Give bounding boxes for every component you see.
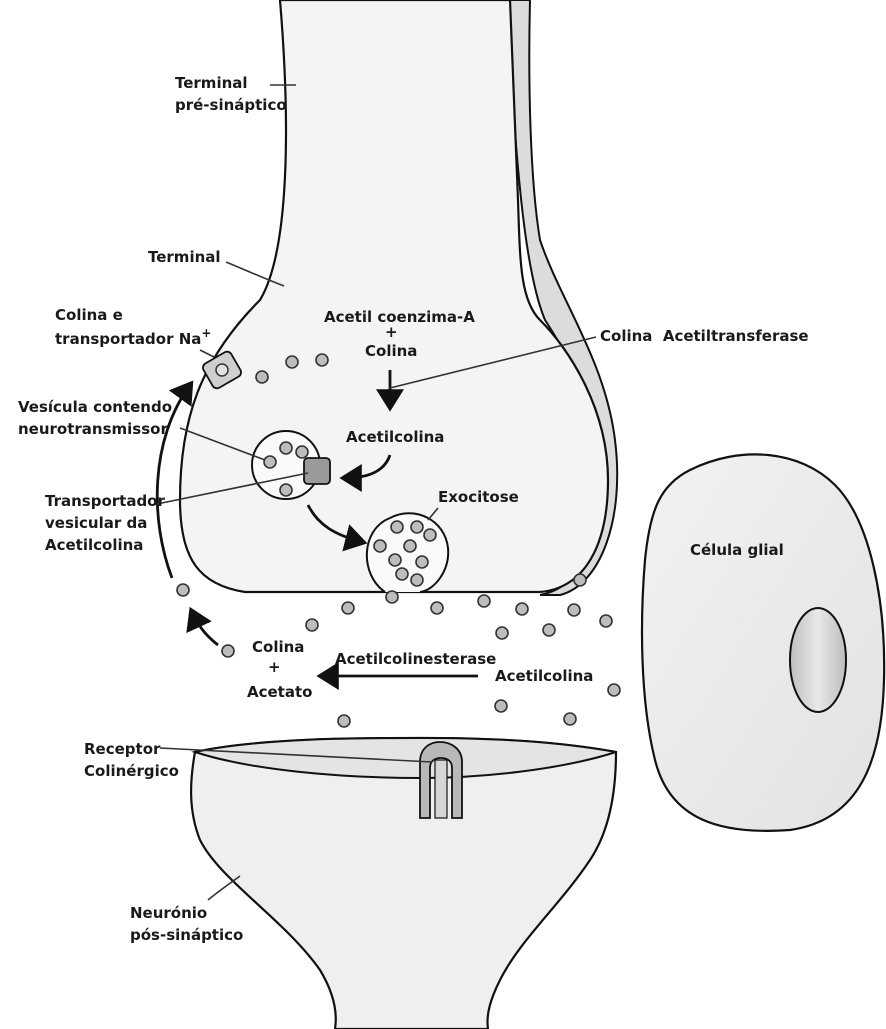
label-neuronio-2: pós-sináptico <box>130 926 243 944</box>
label-terminal-presinaptico-2: pré-sináptico <box>175 96 287 114</box>
cleft-molecule <box>338 715 350 727</box>
exocytosis-molecule <box>404 540 416 552</box>
label-acetilcolina-inside: Acetilcolina <box>346 428 444 446</box>
label-plus-2: + <box>268 658 281 676</box>
cleft-molecule <box>342 602 354 614</box>
choline-return-molecule <box>222 645 234 657</box>
cleft-molecule <box>600 615 612 627</box>
label-colina-top: Colina <box>365 342 417 360</box>
transporter-core <box>216 364 228 376</box>
choline-molecule <box>286 356 298 368</box>
label-colina-acetiltransferase: Colina Acetiltransferase <box>600 327 809 345</box>
label-acetato: Acetato <box>247 683 312 701</box>
label-acetilcolina-cleft: Acetilcolina <box>495 667 593 685</box>
exocytosis-molecule <box>424 529 436 541</box>
cleft-molecule <box>568 604 580 616</box>
cleft-molecule <box>386 591 398 603</box>
label-neuronio-1: Neurónio <box>130 904 207 922</box>
vesicular-transporter <box>304 458 330 484</box>
cleft-molecule <box>543 624 555 636</box>
glial-nucleus <box>790 608 846 712</box>
label-receptor-1: Receptor <box>84 740 161 758</box>
vesicle-molecule <box>280 442 292 454</box>
leader-neuronio <box>208 876 240 900</box>
choline-molecule <box>256 371 268 383</box>
label-acetil-coa: Acetil coenzima-A <box>324 308 475 326</box>
label-celula-glial: Célula glial <box>690 541 784 559</box>
label-vesicula-1: Vesícula contendo <box>18 398 172 416</box>
receptor-channel <box>435 760 447 818</box>
cleft-molecule <box>495 700 507 712</box>
vesicle-molecule <box>296 446 308 458</box>
cleft-molecule <box>574 574 586 586</box>
label-terminal: Terminal <box>148 248 221 266</box>
cleft-molecule <box>478 595 490 607</box>
cleft-molecule <box>431 602 443 614</box>
label-colina-bottom: Colina <box>252 638 304 656</box>
cleft-molecule <box>306 619 318 631</box>
cleft-molecule <box>608 684 620 696</box>
label-colina-transportador-2-text: transportador Na <box>55 330 201 348</box>
label-receptor-2: Colinérgico <box>84 762 179 780</box>
vesicle-molecule <box>280 484 292 496</box>
label-colina-transportador-2: transportador Na+ <box>55 326 211 348</box>
label-acetilcolinesterase: Acetilcolinesterase <box>335 650 496 668</box>
exocytosis-molecule <box>374 540 386 552</box>
exocytosis-molecule <box>411 521 423 533</box>
vesicle-molecule <box>264 456 276 468</box>
glial-cell <box>642 454 884 831</box>
exocytosis-molecule <box>396 568 408 580</box>
postsynaptic-neuron <box>191 738 616 1029</box>
leader-colina-transportador <box>200 350 214 357</box>
label-colina-transportador-1: Colina e <box>55 306 123 324</box>
exocytosis-molecule <box>411 574 423 586</box>
cleft-molecule <box>496 627 508 639</box>
label-transp-vesicular-3: Acetilcolina <box>45 536 143 554</box>
exocytosis-molecule <box>416 556 428 568</box>
choline-return-molecule <box>177 584 189 596</box>
label-na-superscript: + <box>201 326 211 340</box>
choline-molecule <box>316 354 328 366</box>
exocytosis-molecule <box>391 521 403 533</box>
label-terminal-presinaptico-1: Terminal <box>175 74 248 92</box>
choline-return-arrow <box>192 612 218 645</box>
label-transp-vesicular-2: vesicular da <box>45 514 147 532</box>
label-plus-1: + <box>385 323 398 341</box>
label-vesicula-2: neurotransmissor <box>18 420 168 438</box>
exocytosis-molecule <box>389 554 401 566</box>
cleft-molecule <box>564 713 576 725</box>
cleft-molecule <box>516 603 528 615</box>
label-transp-vesicular-1: Transportador <box>45 492 165 510</box>
label-exocitose: Exocitose <box>438 488 519 506</box>
